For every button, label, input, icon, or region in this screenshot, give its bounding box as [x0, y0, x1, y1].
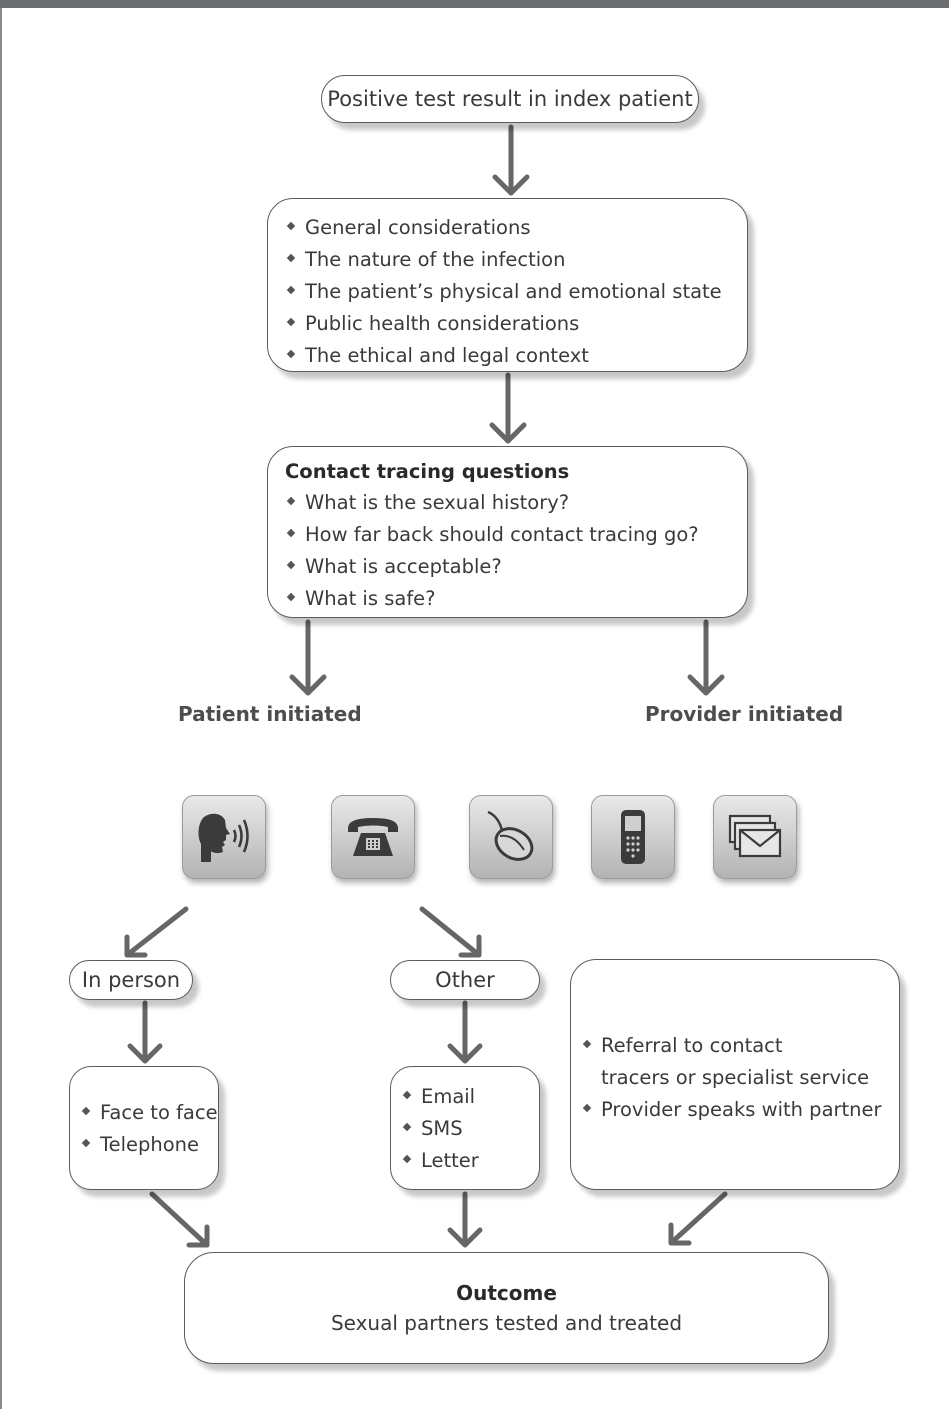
outcome-title: Outcome: [456, 1281, 557, 1305]
arrow-provider-box-to-outcome: [668, 1191, 728, 1246]
questions-item: What is the sexual history?: [285, 487, 747, 519]
in-person-label: In person: [81, 968, 181, 992]
outcome-text: Sexual partners tested and treated: [330, 1311, 683, 1335]
considerations-item: The ethical and legal context: [285, 340, 747, 372]
other-method-item: Letter: [401, 1145, 539, 1177]
other-methods-list: Email SMS Letter: [401, 1081, 539, 1177]
questions-item: What is acceptable?: [285, 551, 747, 583]
start-box: Positive test result in index patient: [321, 75, 699, 123]
provider-box: Referral to contact tracers or specialis…: [570, 959, 900, 1190]
questions-box: Contact tracing questions What is the se…: [267, 446, 748, 618]
patient-initiated-label: Patient initiated: [178, 702, 362, 726]
arrow-start-to-considerations: [492, 124, 530, 196]
mobile-phone-icon: [591, 795, 675, 879]
in-person-methods-list: Face to face Telephone: [80, 1097, 218, 1161]
start-text: Positive test result in index patient: [327, 87, 693, 111]
arrow-to-patient-initiated: [289, 619, 327, 696]
top-bar: [0, 0, 949, 8]
provider-initiated-label: Provider initiated: [645, 702, 844, 726]
considerations-item: The nature of the infection: [285, 244, 747, 276]
provider-item: Referral to contact tracers or specialis…: [581, 1030, 899, 1094]
other-methods-box: Email SMS Letter: [390, 1066, 540, 1190]
arrow-in-person-methods-to-outcome: [149, 1191, 210, 1248]
envelopes-icon: [713, 795, 797, 879]
questions-list: What is the sexual history? How far back…: [285, 487, 747, 615]
outcome-box: Outcome Sexual partners tested and treat…: [184, 1252, 829, 1364]
questions-title: Contact tracing questions: [285, 460, 570, 483]
arrow-to-in-person: [124, 906, 189, 958]
arrow-other-to-methods: [447, 1000, 483, 1064]
in-person-method-item: Telephone: [80, 1129, 218, 1161]
considerations-box: General considerations The nature of the…: [267, 198, 748, 372]
considerations-item: The patient’s physical and emotional sta…: [285, 276, 747, 308]
provider-item: Provider speaks with partner: [581, 1094, 899, 1126]
considerations-item: Public health considerations: [285, 308, 747, 340]
speaking-head-icon: [182, 795, 266, 879]
considerations-item: General considerations: [285, 212, 747, 244]
telephone-icon: [331, 795, 415, 879]
considerations-list: General considerations The nature of the…: [285, 212, 747, 372]
other-method-item: Email: [401, 1081, 539, 1113]
arrow-to-other: [419, 906, 482, 958]
computer-mouse-icon: [469, 795, 553, 879]
arrow-in-person-to-methods: [127, 1000, 163, 1064]
other-label: Other: [435, 968, 495, 992]
questions-item: How far back should contact tracing go?: [285, 519, 747, 551]
arrow-considerations-to-questions: [489, 372, 527, 444]
arrow-other-methods-to-outcome: [447, 1191, 483, 1248]
provider-list: Referral to contact tracers or specialis…: [581, 1030, 899, 1126]
in-person-box: In person: [69, 960, 193, 1000]
in-person-methods-box: Face to face Telephone: [69, 1066, 219, 1190]
questions-item: What is safe?: [285, 583, 747, 615]
other-method-item: SMS: [401, 1113, 539, 1145]
arrow-to-provider-initiated: [687, 619, 725, 696]
other-box: Other: [390, 960, 540, 1000]
in-person-method-item: Face to face: [80, 1097, 218, 1129]
left-rule: [0, 8, 2, 1409]
